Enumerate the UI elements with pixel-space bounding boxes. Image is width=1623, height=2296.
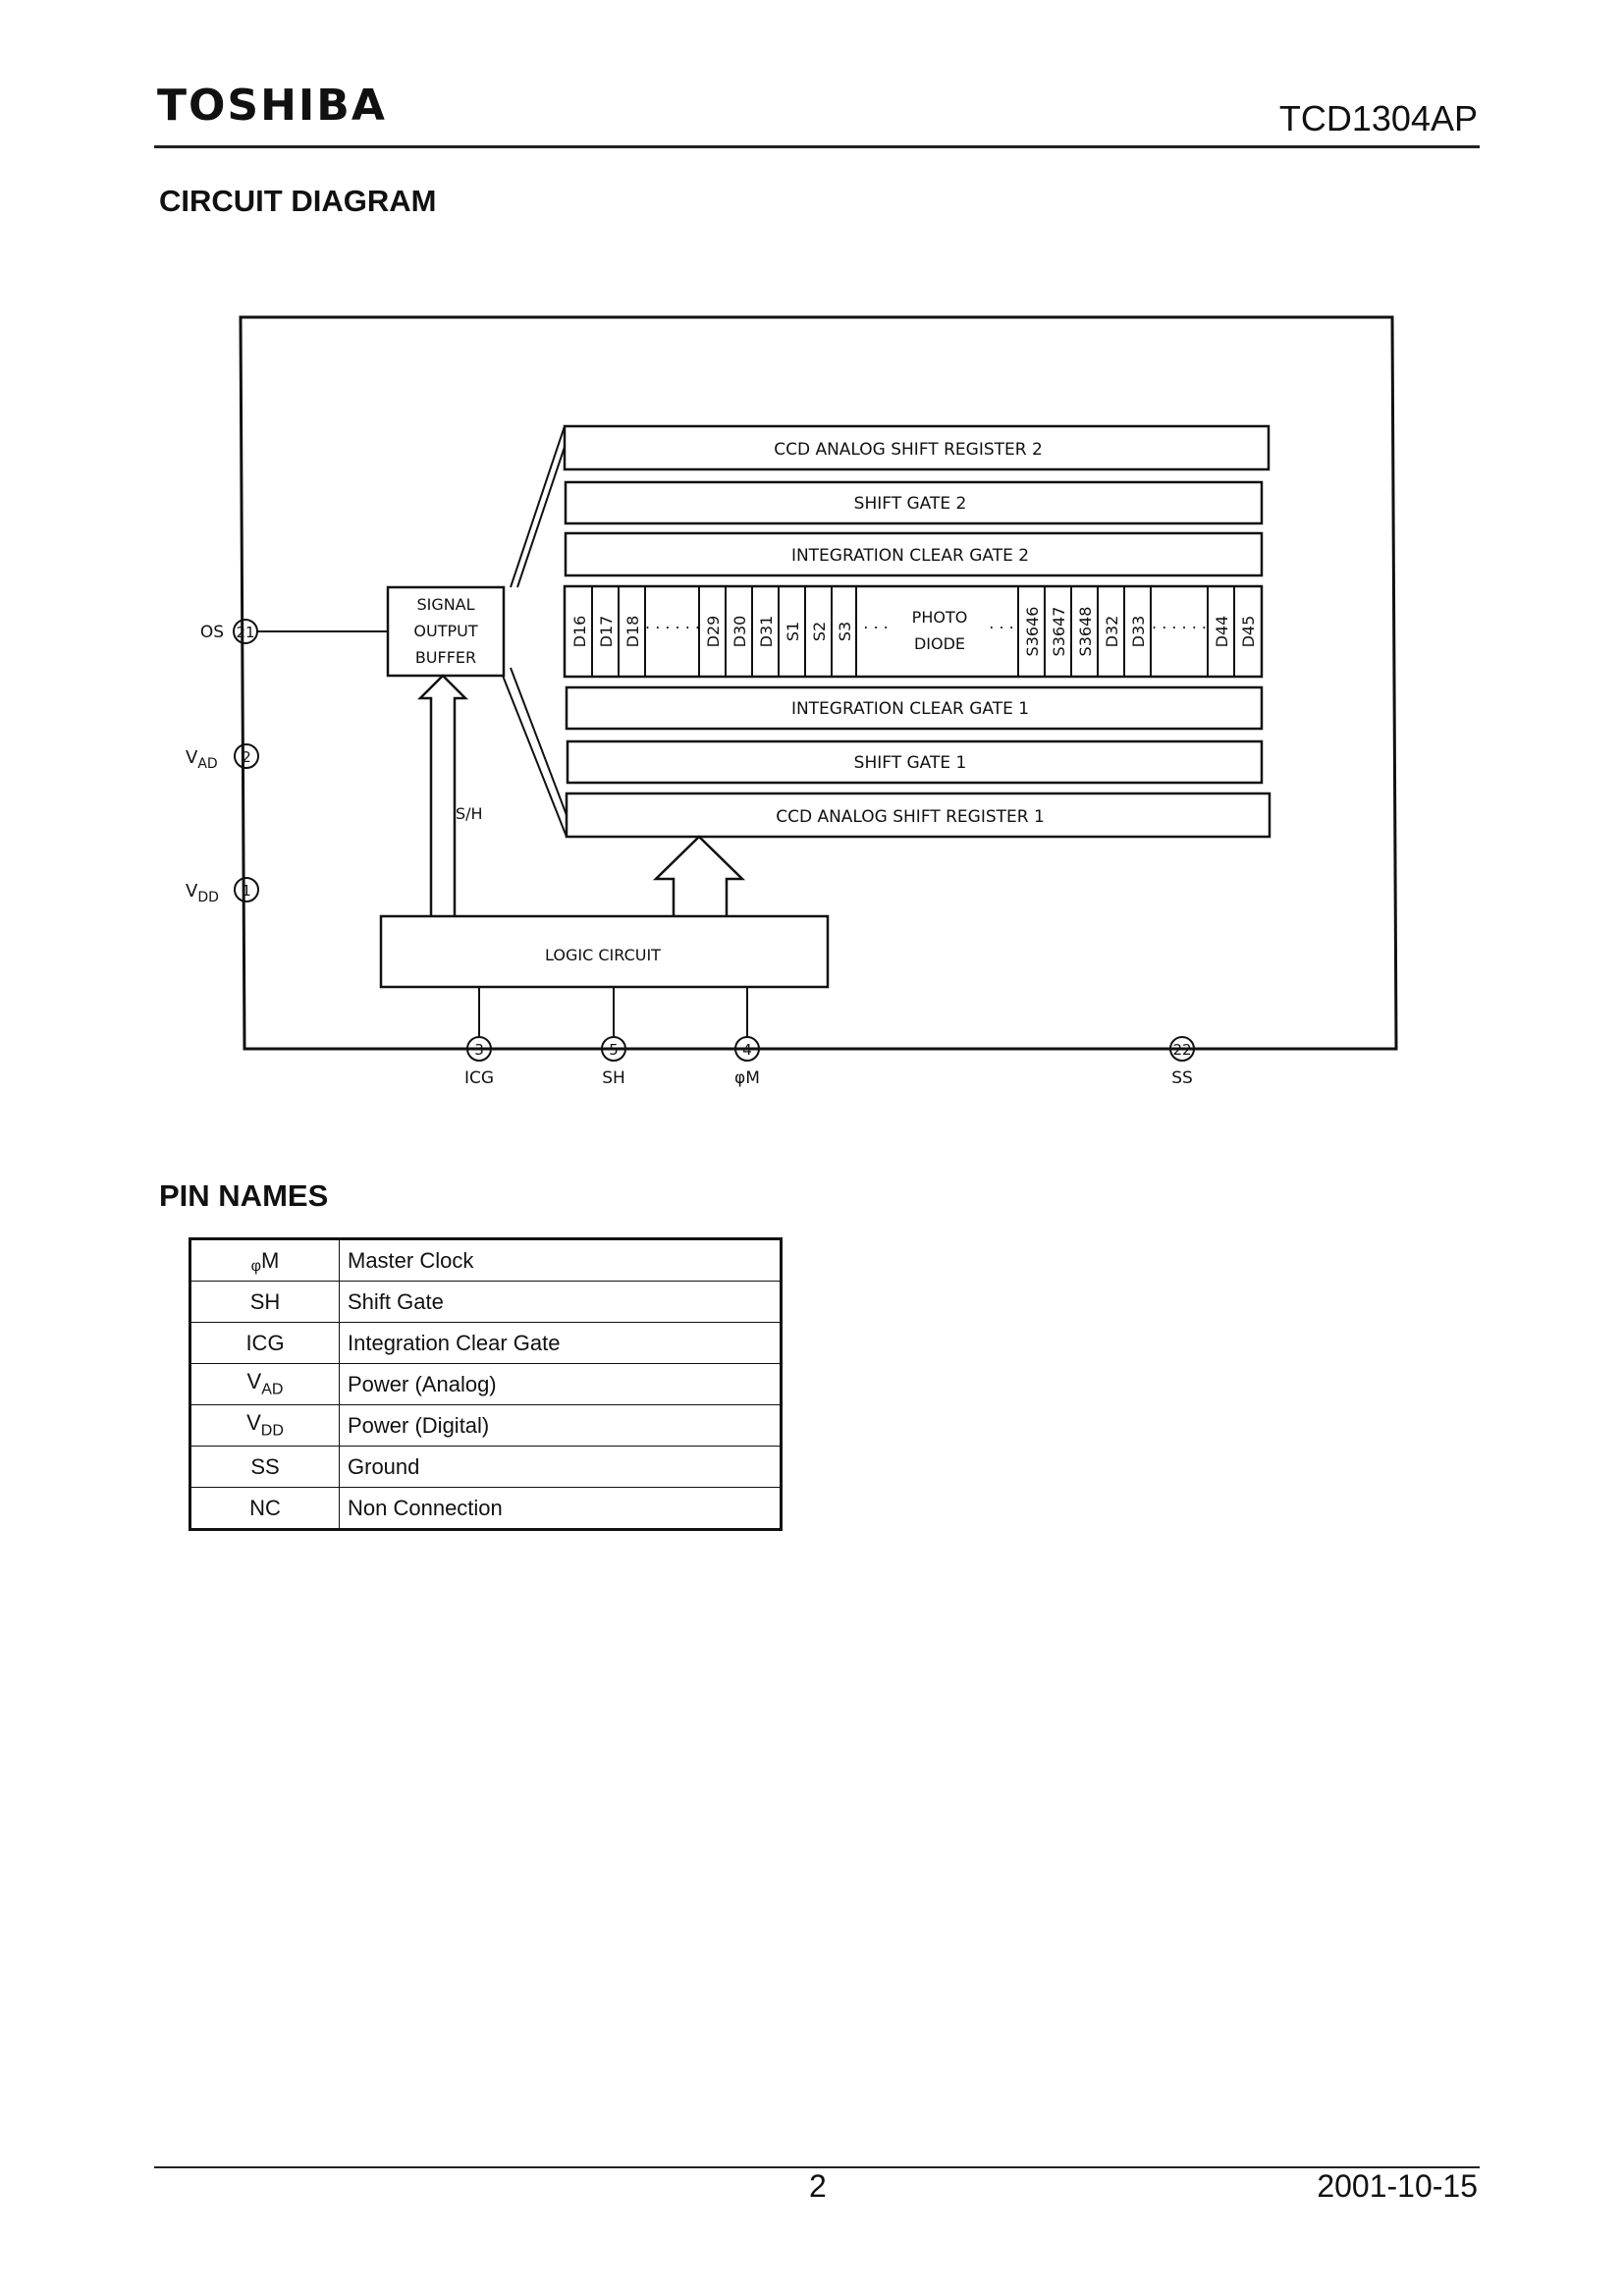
pin-sh-label: SH — [602, 1068, 625, 1088]
logic-to-register-arrow — [652, 835, 746, 916]
pin-description: Master Clock — [339, 1238, 782, 1282]
pin-4-circle — [734, 1036, 760, 1062]
cell-d30: D30 — [730, 616, 749, 648]
toshiba-logo: TOSHIBA — [157, 81, 387, 131]
cell-d18: D18 — [623, 616, 642, 648]
ellipsis-left: . . . . . . — [645, 614, 700, 632]
pin-2-circle — [234, 743, 259, 769]
table-row: SS Ground — [189, 1446, 782, 1488]
pin-symbol: SH — [189, 1281, 340, 1323]
pin-description: Power (Digital) — [339, 1404, 782, 1447]
cell-d31: D31 — [757, 616, 776, 648]
cell-d17: D17 — [597, 616, 616, 648]
pin-phim-label: φM — [734, 1068, 760, 1088]
package-outline — [239, 315, 1398, 1051]
sh-arrow — [416, 674, 469, 916]
pin-4-number: 4 — [742, 1041, 752, 1059]
pin-2-number: 2 — [242, 748, 251, 766]
pin-vdd-label: VDD — [186, 881, 219, 905]
pin-22-number: 22 — [1172, 1041, 1191, 1059]
pin-symbol: NC — [189, 1487, 340, 1530]
pin-1-number: 1 — [242, 882, 251, 900]
pin-ss-label: SS — [1171, 1068, 1193, 1088]
pin-symbol: φM — [189, 1238, 340, 1282]
table-row: VDD Power (Digital) — [189, 1404, 782, 1447]
ellipsis-right: . . . . . . — [1152, 614, 1207, 632]
pin-21-circle — [233, 619, 258, 644]
table-row: VAD Power (Analog) — [189, 1363, 782, 1405]
pin-os-label: OS — [200, 623, 224, 642]
logic-circuit-label: LOGIC CIRCUIT — [545, 946, 661, 964]
icg-1-label: INTEGRATION CLEAR GATE 1 — [791, 699, 1029, 719]
icg-2-block — [564, 531, 1264, 577]
ccd-register-1-label: CCD ANALOG SHIFT REGISTER 1 — [776, 807, 1045, 827]
table-row: NC Non Connection — [189, 1487, 782, 1530]
pin-names-table: φM Master Clock SH Shift Gate ICG Integr… — [189, 1237, 783, 1531]
ellipsis-photo-right: . . . — [989, 614, 1013, 632]
cell-s3647: S3647 — [1050, 607, 1068, 657]
circuit-diagram: CCD ANALOG SHIFT REGISTER 2 SHIFT GATE 2… — [186, 315, 1398, 1088]
cell-s2: S2 — [810, 622, 829, 641]
table-row: SH Shift Gate — [189, 1281, 782, 1323]
sh-label: S/H — [456, 804, 483, 823]
pin-icg-label: ICG — [464, 1068, 494, 1088]
table-row: φM Master Clock — [189, 1238, 782, 1282]
pin-vad-label: VAD — [186, 747, 218, 772]
pin-description: Integration Clear Gate — [339, 1322, 782, 1364]
photo-label: PHOTO — [912, 608, 968, 627]
cell-s3646: S3646 — [1023, 607, 1042, 657]
ellipsis-photo-left: . . . — [863, 614, 888, 632]
document-date: 2001-10-15 — [1317, 2168, 1478, 2204]
pin-22-circle — [1169, 1036, 1195, 1062]
icg-1-block — [565, 685, 1264, 731]
icg-2-label: INTEGRATION CLEAR GATE 2 — [791, 546, 1029, 566]
document-number: TCD1304AP — [1278, 98, 1478, 138]
pin-symbol: VDD — [189, 1404, 340, 1447]
cell-d33: D33 — [1129, 616, 1148, 648]
pin-symbol: SS — [189, 1446, 340, 1488]
pin-description: Ground — [339, 1446, 782, 1488]
buffer-label-3: BUFFER — [415, 648, 476, 667]
cell-s3648: S3648 — [1076, 607, 1095, 657]
pin-3-circle — [466, 1036, 492, 1062]
fan-lines — [502, 425, 568, 838]
pin-description: Power (Analog) — [339, 1363, 782, 1405]
shift-gate-1-label: SHIFT GATE 1 — [854, 753, 967, 773]
pin-description: Non Connection — [339, 1487, 782, 1530]
pin-names-title: PIN NAMES — [159, 1178, 329, 1213]
pin-symbol: ICG — [189, 1322, 340, 1364]
pin-5-number: 5 — [609, 1041, 619, 1059]
diode-label: DIODE — [914, 634, 965, 653]
cell-s3: S3 — [836, 622, 854, 641]
table-row: ICG Integration Clear Gate — [189, 1322, 782, 1364]
ccd-register-2-label: CCD ANALOG SHIFT REGISTER 2 — [774, 440, 1043, 460]
photodiode-array — [563, 584, 1264, 679]
pin-1-circle — [234, 877, 259, 902]
buffer-label-2: OUTPUT — [413, 622, 477, 640]
buffer-label-1: SIGNAL — [416, 595, 474, 614]
page-number: 2 — [809, 2168, 827, 2204]
cell-d16: D16 — [570, 616, 589, 648]
shift-gate-2-block — [564, 480, 1264, 525]
pin-3-number: 3 — [474, 1041, 484, 1059]
logic-circuit — [379, 914, 830, 989]
shift-gate-2-label: SHIFT GATE 2 — [854, 494, 967, 514]
pin-21-number: 21 — [236, 624, 254, 641]
cell-d45: D45 — [1239, 616, 1258, 648]
cell-d44: D44 — [1213, 616, 1231, 648]
cell-s1: S1 — [784, 622, 802, 641]
pin-description: Shift Gate — [339, 1281, 782, 1323]
cell-d29: D29 — [704, 616, 723, 648]
footer-rule — [154, 2166, 1480, 2168]
pin-5-circle — [601, 1036, 626, 1062]
cell-d32: D32 — [1103, 616, 1121, 648]
circuit-diagram-title: CIRCUIT DIAGRAM — [159, 184, 437, 218]
cell-dividers — [591, 586, 1235, 677]
shift-gate-1-block — [566, 739, 1264, 785]
pin-symbol: VAD — [189, 1363, 340, 1405]
header-rule — [154, 145, 1480, 148]
